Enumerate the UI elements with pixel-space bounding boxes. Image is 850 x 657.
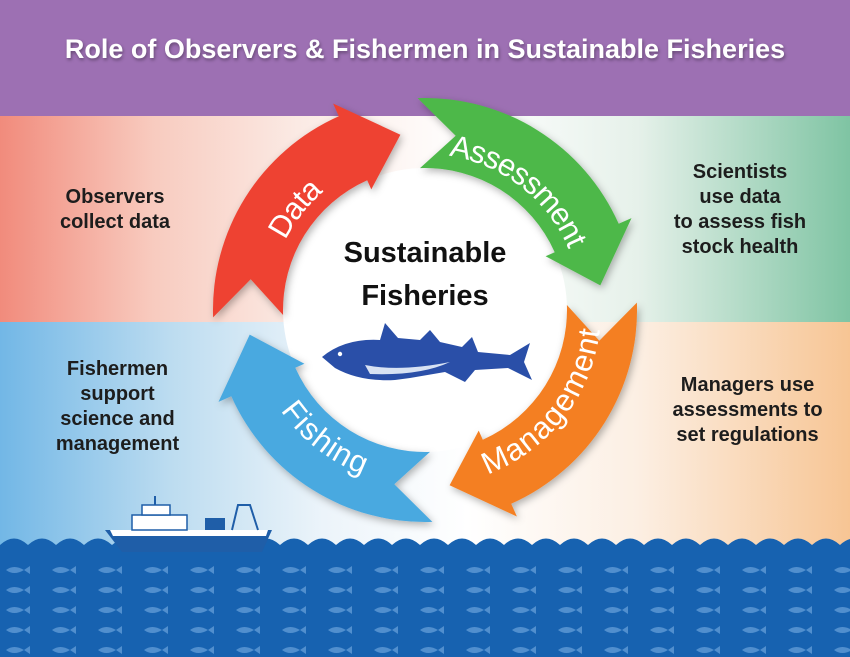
note-line: support [80, 383, 155, 405]
cycle-arrow-fishing [218, 334, 433, 523]
fishing-boat-icon [105, 496, 272, 552]
diagram-title: Role of Observers & Fishermen in Sustain… [64, 34, 786, 64]
note-line: Observers [65, 186, 165, 208]
note-line: use data [699, 186, 781, 208]
note-line: assessments to [672, 399, 823, 421]
note-line: collect data [59, 211, 171, 233]
cycle-arrow-data [212, 103, 401, 318]
cycle-arrow-management [449, 302, 638, 517]
note-line: science and [60, 408, 175, 430]
center-circle [283, 168, 567, 452]
note-line: management [55, 433, 180, 455]
note-line: stock health [681, 236, 799, 258]
title-band [0, 0, 850, 116]
center-title-line1: Sustainable [344, 237, 507, 269]
fishermen-note: Fishermen support science and management [30, 357, 205, 457]
note-line: to assess fish [673, 211, 807, 233]
fish-school [0, 565, 850, 657]
note-line: set regulations [676, 424, 819, 446]
cycle-arrow-assessment [417, 97, 632, 286]
cod-fish-icon [322, 323, 532, 382]
managers-note: Managers use assessments to set regulati… [655, 373, 840, 448]
note-line: Fishermen [66, 358, 169, 380]
center-title-line2: Fisheries [361, 280, 488, 312]
observers-note: Observers collect data [30, 185, 200, 235]
note-line: Scientists [692, 161, 788, 183]
scientists-note: Scientists use data to assess fish stock… [655, 160, 825, 260]
note-line: Managers use [680, 374, 815, 396]
